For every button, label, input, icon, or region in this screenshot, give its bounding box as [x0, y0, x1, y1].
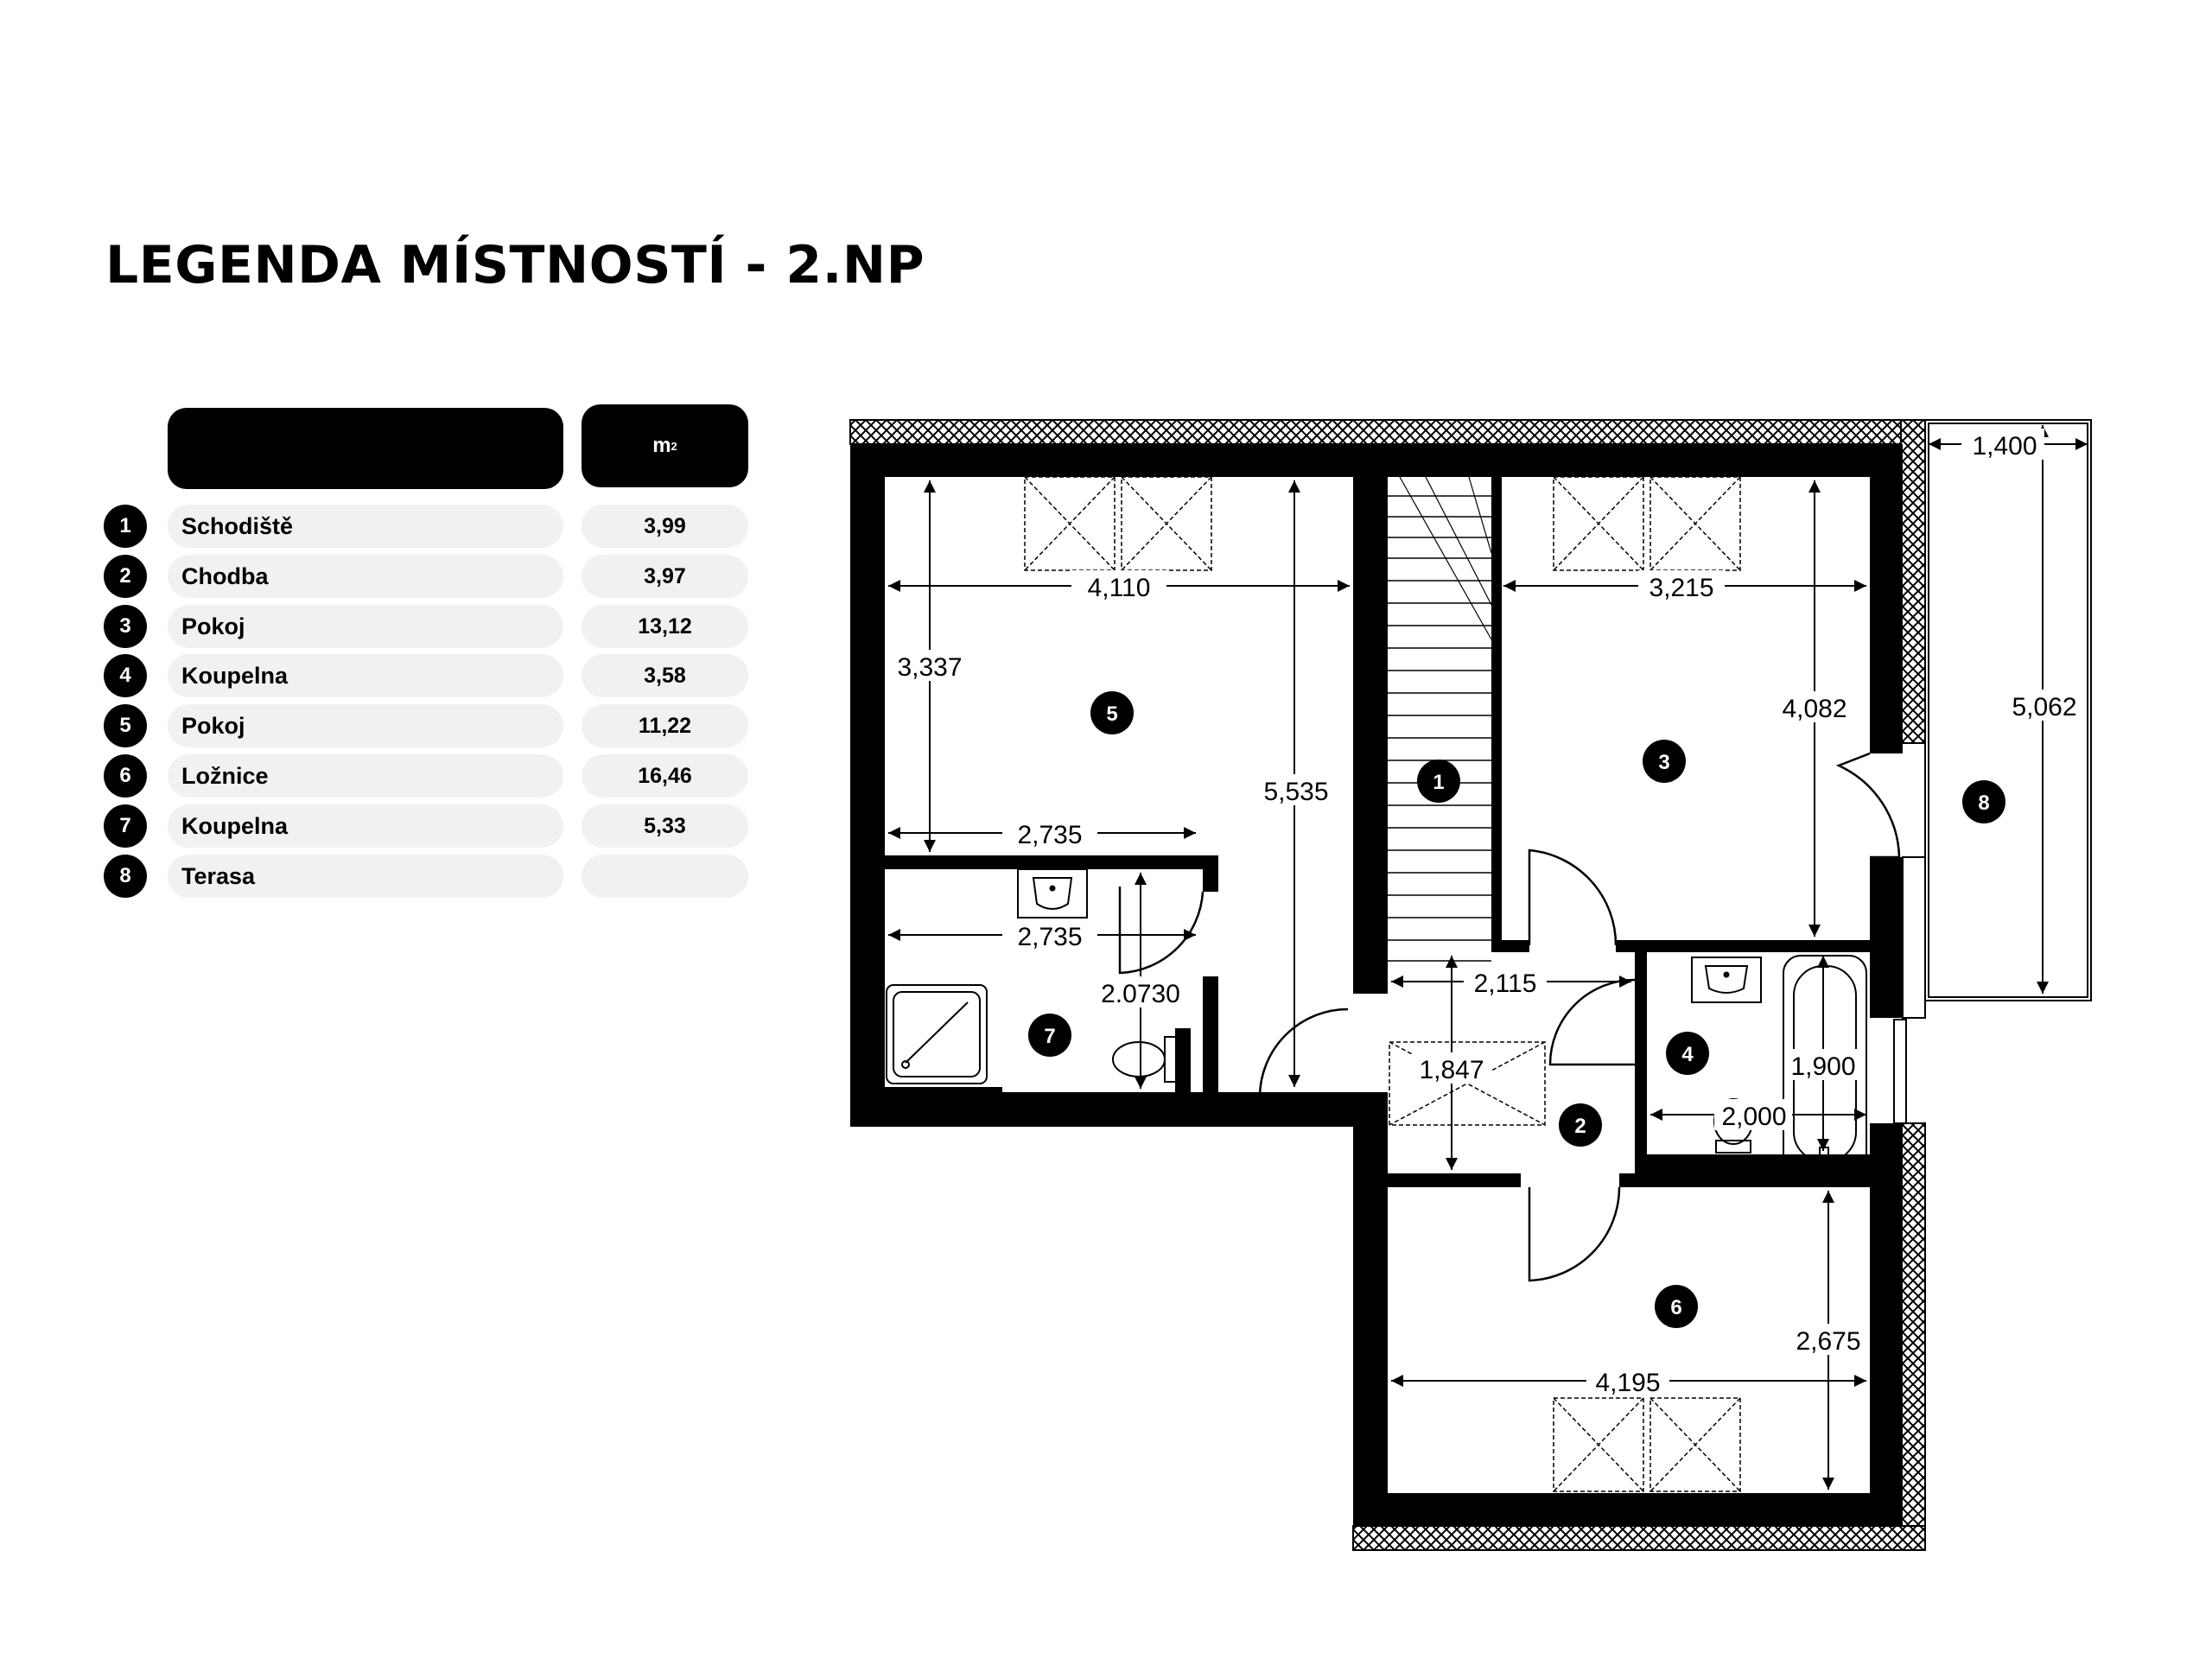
- room-number-badge: 6: [104, 754, 147, 798]
- room-area: 3,99: [582, 505, 748, 548]
- terrace-outline: [1893, 419, 2092, 1124]
- page-title: LEGENDA MÍSTNOSTÍ - 2.NP: [105, 235, 925, 296]
- room-marker-7: 7: [1044, 1025, 1055, 1048]
- room-name: Chodba: [168, 555, 563, 598]
- insulation-hatching: [849, 419, 1926, 1551]
- room-area: 11,22: [582, 704, 748, 747]
- room-marker-4: 4: [1681, 1043, 1694, 1066]
- dim-label: 5,535: [1263, 778, 1328, 806]
- room-number-badge: 3: [104, 605, 147, 648]
- room-number-badge: 4: [104, 654, 147, 697]
- room-name: Schodiště: [168, 505, 563, 548]
- dim-label: 2,000: [1721, 1103, 1786, 1131]
- dim-label: 1,900: [1790, 1052, 1855, 1081]
- room-area: 3,97: [582, 555, 748, 598]
- room-area: [582, 855, 748, 898]
- room-name: Pokoj: [168, 704, 563, 747]
- doors: [1118, 752, 1901, 1282]
- dim-label: 4,195: [1595, 1369, 1660, 1397]
- room-area: 16,46: [582, 754, 748, 798]
- room-name: Ložnice: [168, 754, 563, 798]
- dim-label: 1,847: [1419, 1056, 1484, 1084]
- dimension-labels: 4,110 3,337 5,535 2,735 2,735 2.0730 3,2…: [890, 429, 2086, 1397]
- room-name: Koupelna: [168, 654, 563, 697]
- room-marker-1: 1: [1433, 771, 1444, 794]
- room-number-badge: 1: [104, 505, 147, 548]
- room-number-badge: 7: [104, 804, 147, 848]
- dim-label: 5,062: [2012, 693, 2076, 721]
- room-area: 3,58: [582, 654, 748, 697]
- room-number-badge: 2: [104, 555, 147, 598]
- dim-label: 2.0730: [1101, 980, 1180, 1008]
- room-markers: 1 2 3 4 5 6 7 8: [1028, 691, 2005, 1328]
- dim-label: 2,735: [1017, 923, 1082, 951]
- dim-label: 2,735: [1017, 821, 1082, 849]
- room-marker-3: 3: [1658, 751, 1669, 774]
- dim-label: 3,337: [897, 653, 962, 682]
- room-area: 13,12: [582, 605, 748, 648]
- walls: [850, 444, 1903, 1526]
- room-name: Terasa: [168, 855, 563, 898]
- area-unit: m: [652, 434, 671, 457]
- room-marker-5: 5: [1106, 702, 1117, 726]
- room-marker-6: 6: [1670, 1296, 1681, 1319]
- dim-label: 4,110: [1088, 574, 1151, 602]
- legend-header-name: [168, 408, 563, 489]
- dim-label: 4,082: [1782, 695, 1847, 723]
- dim-label: 2,675: [1796, 1327, 1860, 1356]
- room-name: Koupelna: [168, 804, 563, 848]
- room-number-badge: 8: [104, 855, 147, 898]
- room-area: 5,33: [582, 804, 748, 848]
- dim-label: 1,400: [1972, 432, 2037, 461]
- dim-label: 3,215: [1649, 574, 1713, 602]
- area-unit-sup: 2: [671, 439, 677, 453]
- staircase: [1388, 476, 1492, 962]
- room-number-badge: 5: [104, 704, 147, 747]
- room-marker-8: 8: [1978, 791, 1989, 815]
- dim-label: 2,115: [1474, 969, 1537, 998]
- room-marker-2: 2: [1574, 1115, 1586, 1138]
- room-name: Pokoj: [168, 605, 563, 648]
